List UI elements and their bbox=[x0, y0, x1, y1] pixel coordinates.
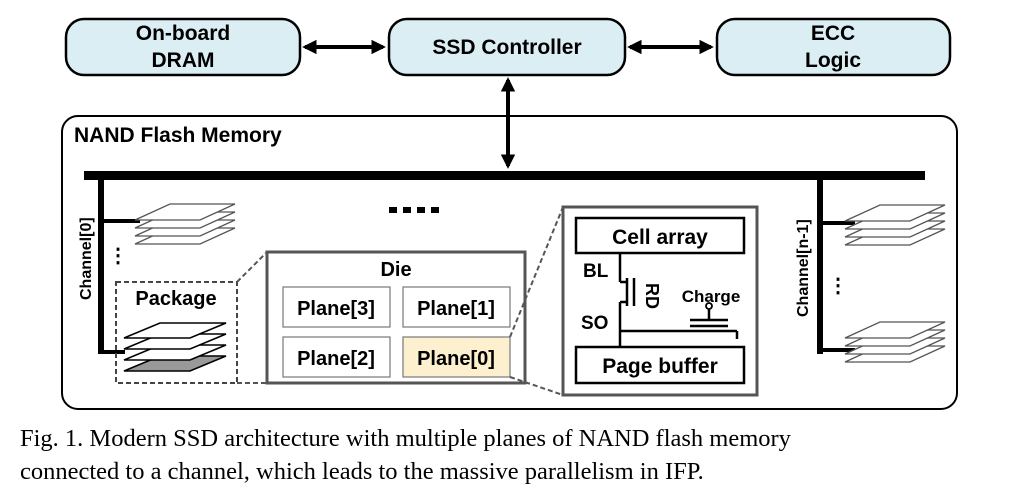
channel-0-label: Channel[0] bbox=[78, 217, 95, 300]
ssd-controller-label: SSD Controller bbox=[432, 36, 581, 59]
bl-label: BL bbox=[583, 261, 609, 282]
charge-label: Charge bbox=[682, 287, 741, 306]
die-title: Die bbox=[380, 259, 411, 281]
plane-1-label: Plane[1] bbox=[417, 298, 495, 320]
plane-0-label: Plane[0] bbox=[417, 348, 495, 370]
channel-n-vdots: ⋮ bbox=[828, 275, 848, 297]
package-stack-right-bottom bbox=[844, 321, 946, 363]
package-box bbox=[115, 281, 238, 384]
plane-2: Plane[2] bbox=[282, 336, 391, 378]
channel-0-line bbox=[98, 176, 104, 354]
bitline-circuit bbox=[618, 253, 739, 347]
caption-line-1: Fig. 1. Modern SSD architecture with mul… bbox=[20, 425, 791, 452]
channel-n-line bbox=[817, 176, 823, 354]
zoom-line-plane-top bbox=[509, 206, 564, 338]
package-stack bbox=[123, 322, 227, 372]
page-buffer-box: Page buffer bbox=[574, 345, 746, 385]
ecc-label-line1: ECC bbox=[811, 22, 855, 45]
zoom-line-package-top bbox=[236, 251, 268, 283]
dram-label-line1: On-board bbox=[136, 22, 231, 45]
rd-label: RD bbox=[642, 283, 662, 309]
caption-line-2: connected to a channel, which leads to t… bbox=[20, 458, 704, 485]
plane-3-label: Plane[3] bbox=[297, 298, 375, 320]
channel-0-vdots: ⋮ bbox=[108, 245, 128, 267]
figure-caption: Fig. 1. Modern SSD architecture with mul… bbox=[20, 422, 1005, 488]
main-bus bbox=[84, 171, 925, 180]
package-stack-top bbox=[134, 203, 236, 245]
plane-0: Plane[0] bbox=[402, 336, 511, 378]
cell-array-label: Cell array bbox=[612, 226, 708, 249]
so-label: SO bbox=[581, 313, 608, 334]
ecc-label-line2: Logic bbox=[805, 49, 861, 72]
page-buffer-label: Page buffer bbox=[602, 355, 718, 378]
dram-label-line2: DRAM bbox=[152, 49, 215, 72]
package-label: Package bbox=[135, 288, 216, 310]
plane-1: Plane[1] bbox=[402, 286, 511, 328]
ssd-architecture-diagram: On-board DRAM SSD Controller ECC Logic N… bbox=[61, 17, 958, 410]
ssd-controller-box: SSD Controller bbox=[387, 17, 627, 77]
ecc-logic-box: ECC Logic bbox=[715, 17, 952, 77]
plane-2-label: Plane[2] bbox=[297, 348, 375, 370]
channel-n-label: Channel[n-1] bbox=[795, 219, 812, 317]
cell-array-box: Cell array bbox=[574, 216, 746, 255]
package-stack-right-top bbox=[844, 204, 946, 246]
nand-flash-container bbox=[61, 115, 958, 410]
nand-flash-title: NAND Flash Memory bbox=[74, 124, 282, 147]
dram-box: On-board DRAM bbox=[64, 17, 302, 77]
channel-ellipsis bbox=[389, 207, 439, 213]
zoom-line-plane-bottom bbox=[509, 376, 564, 396]
plane-3: Plane[3] bbox=[282, 286, 391, 328]
